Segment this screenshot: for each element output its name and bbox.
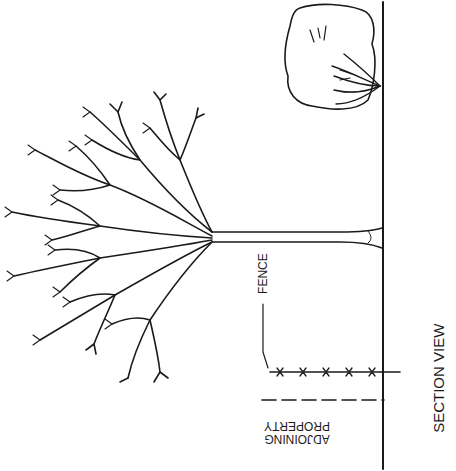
twig [143,123,150,133]
twig [53,287,60,297]
twig [51,195,58,205]
tree [5,92,382,382]
twig [83,107,90,117]
twig [85,135,92,145]
twig [5,207,12,217]
fence-marks [277,368,375,376]
twig [7,271,14,281]
ground-line [382,2,384,469]
fence-post-mark [300,368,306,376]
property-line [262,399,384,401]
twig [63,297,70,307]
leader-line [263,304,268,368]
fence-post-mark [277,368,283,376]
view-title: SECTION VIEW [432,323,449,432]
twig [69,141,76,151]
twig [33,335,40,345]
fence-post-mark [323,368,329,376]
twig [28,145,35,155]
fence-post-mark [346,368,352,376]
shrub [285,4,380,109]
twig [45,235,52,245]
twig [48,245,55,255]
property-label: ADJOINING PROPERTY [253,419,341,445]
twig [105,319,112,329]
twig [53,185,60,195]
fence-post-mark [369,368,375,376]
fence-label: FENCE [256,254,269,295]
fence [270,371,400,373]
